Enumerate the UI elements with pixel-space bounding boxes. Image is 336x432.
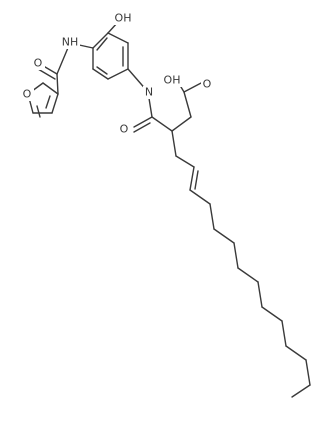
bond — [92, 68, 109, 80]
phenol-hydroxyl-label: OH — [115, 12, 132, 25]
bond — [175, 155, 195, 168]
bond — [133, 122, 151, 133]
bond — [96, 66, 108, 75]
atom-background — [201, 78, 214, 91]
bond — [194, 170, 199, 190]
furan-oxygen-label: O — [23, 88, 32, 101]
bond — [42, 82, 59, 95]
atom-background — [112, 11, 134, 25]
bond — [133, 116, 153, 128]
atom-labels: O O NH OH N O OH O — [21, 11, 214, 136]
aniline-nitrogen-label: N — [145, 86, 153, 99]
atom-background — [32, 57, 45, 70]
bond — [171, 116, 192, 132]
bond — [56, 73, 59, 95]
bond — [261, 306, 283, 322]
bond — [96, 37, 108, 51]
atom-background — [21, 88, 34, 101]
bond — [45, 95, 51, 109]
atom-background — [118, 122, 131, 135]
bond — [189, 189, 211, 205]
bond — [36, 105, 41, 118]
amide2-oxygen-label: O — [120, 123, 129, 136]
bond — [257, 281, 263, 308]
bond — [171, 130, 177, 157]
amide-oxygen-label: O — [34, 57, 43, 70]
acid-hydroxyl-label: OH — [164, 74, 181, 87]
bond — [209, 203, 215, 230]
bond — [213, 228, 235, 244]
bond — [291, 384, 311, 398]
bond — [92, 32, 109, 49]
bond — [183, 81, 204, 93]
bond — [107, 32, 129, 44]
atom-background — [143, 86, 155, 99]
bond — [37, 68, 56, 80]
acid-carbonyl-oxygen-label: O — [203, 78, 212, 91]
bond — [183, 91, 192, 118]
bond — [237, 267, 259, 283]
amide-nitrogen-label: NH — [62, 36, 79, 49]
bond — [51, 93, 59, 114]
bond — [305, 359, 311, 386]
atom-background — [161, 73, 183, 87]
bond — [285, 345, 307, 361]
bond — [233, 242, 239, 269]
bond — [151, 116, 173, 132]
bond — [281, 320, 287, 347]
atom-background — [60, 35, 80, 49]
bond — [107, 68, 129, 80]
bond — [189, 166, 195, 191]
